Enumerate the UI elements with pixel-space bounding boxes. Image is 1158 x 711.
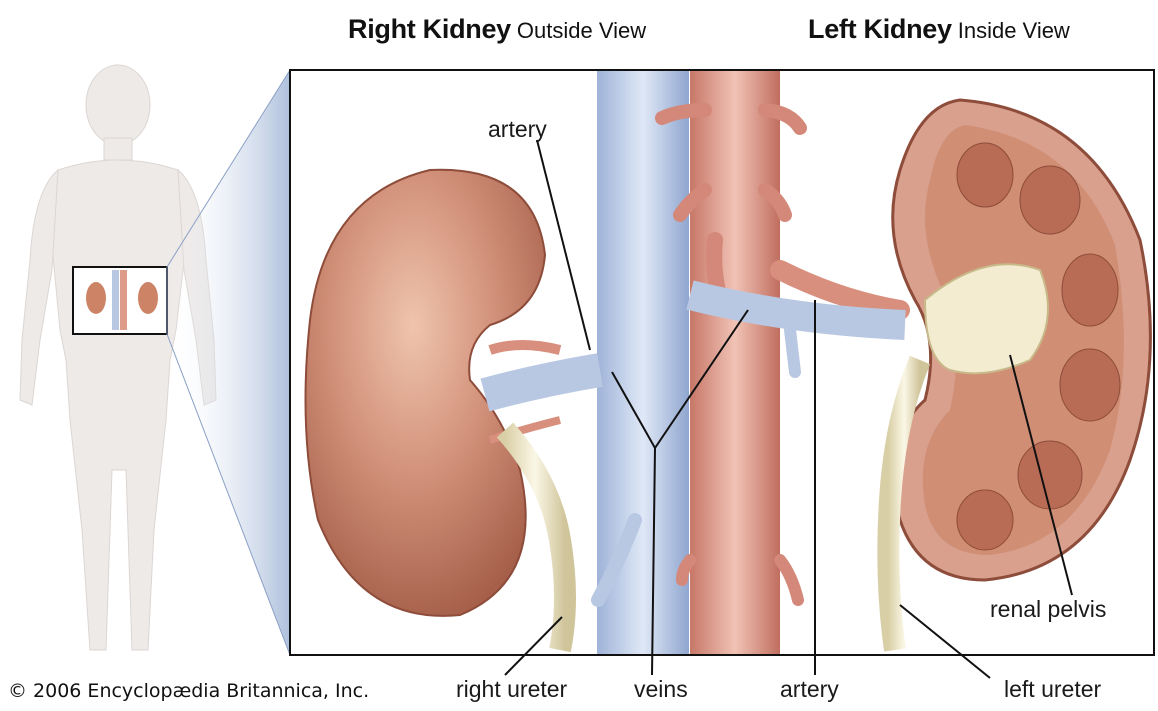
artery-label-bottom: artery [780,676,839,703]
right-ureter-label: right ureter [456,676,567,703]
right-kidney-subtitle: Outside View [517,18,646,43]
renal-pelvis-label: renal pelvis [990,596,1106,623]
artery-label-top: artery [488,116,547,143]
veins-label: veins [634,676,688,703]
body-inset-box [73,267,167,334]
left-kidney-title: Left Kidney [808,14,952,44]
left-ureter-label: left ureter [1004,676,1101,703]
zoom-projection [167,70,290,655]
right-kidney-title: Right Kidney [348,14,511,44]
left-kidney-subtitle: Inside View [958,18,1070,43]
copyright-notice: © 2006 Encyclopædia Britannica, Inc. [8,680,369,702]
